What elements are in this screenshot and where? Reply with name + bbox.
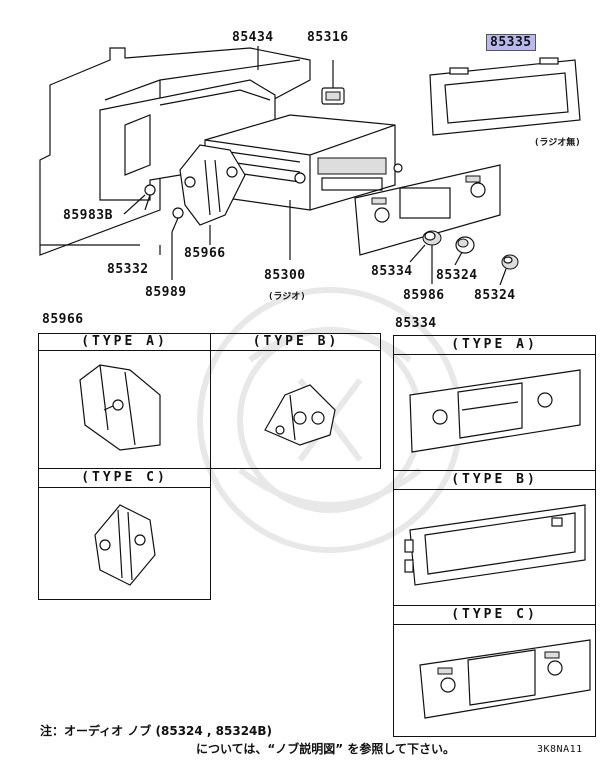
part-85966-bracket	[179, 144, 246, 226]
part-85986-knob	[422, 230, 442, 246]
section-right-type-b-rule	[393, 470, 596, 490]
part-85324-knob-b	[501, 254, 519, 270]
label-85335-note: (ラジオ無)	[534, 138, 581, 148]
bracket-type-a-drawing	[79, 364, 161, 451]
label-85316: 85316	[307, 30, 349, 45]
label-85989: 85989	[145, 285, 187, 300]
part-85324-knob-a	[455, 236, 475, 254]
section-right-type-a-rule	[393, 335, 596, 355]
faceplate-type-b-drawing	[404, 504, 586, 586]
label-85332: 85332	[107, 262, 149, 277]
label-85986: 85986	[403, 288, 445, 303]
label-85300-note: (ラジオ)	[268, 292, 306, 302]
label-85434: 85434	[232, 30, 274, 45]
section-left-type-c-cell	[38, 468, 211, 600]
label-85983B: 85983B	[63, 208, 113, 223]
label-85335-highlighted[interactable]: 85335	[486, 34, 536, 51]
section-right-type-c-rule	[393, 605, 596, 625]
bracket-type-c-drawing	[94, 504, 156, 586]
label-85334-top: 85334	[371, 264, 413, 279]
footer-note-line2: については、“ノブ説明図” を参照して下さい。	[196, 742, 455, 756]
label-85324-a: 85324	[436, 268, 478, 283]
section-right-frame	[393, 335, 596, 737]
section-left-part-label: 85966	[42, 312, 84, 327]
section-left-header-rule	[38, 333, 381, 351]
part-85334-faceplate	[354, 164, 501, 256]
section-left-type-c-rule	[38, 468, 211, 488]
section-left-type-a-header: (TYPE A)	[81, 334, 168, 349]
section-left-type-b-header: (TYPE B)	[252, 334, 340, 349]
label-85324-b: 85324	[474, 288, 516, 303]
screw-85983B	[144, 184, 156, 211]
section-right-type-c-header: (TYPE C)	[451, 607, 538, 622]
faceplate-type-c-drawing	[419, 639, 591, 719]
screw-85989	[171, 207, 184, 233]
footer-note-line1: 注：オーディオ ノブ (85324 , 85324B)	[40, 724, 273, 738]
leader-lines	[40, 46, 507, 286]
section-left-type-a-cell	[38, 333, 211, 469]
part-85316-connector	[321, 60, 345, 105]
part-85335-blank-panel	[429, 57, 581, 136]
faceplate-type-a-drawing	[409, 369, 581, 453]
diagram-code: 3K8NA11	[537, 744, 583, 755]
section-left-type-c-header: (TYPE C)	[81, 470, 168, 485]
section-right-part-label: 85334	[395, 316, 437, 331]
label-85300: 85300	[264, 268, 306, 283]
bracket-type-b-drawing	[264, 384, 336, 446]
section-right-type-a-header: (TYPE A)	[451, 337, 538, 352]
section-right-type-b-header: (TYPE B)	[451, 472, 538, 487]
label-85966-top: 85966	[184, 246, 226, 261]
